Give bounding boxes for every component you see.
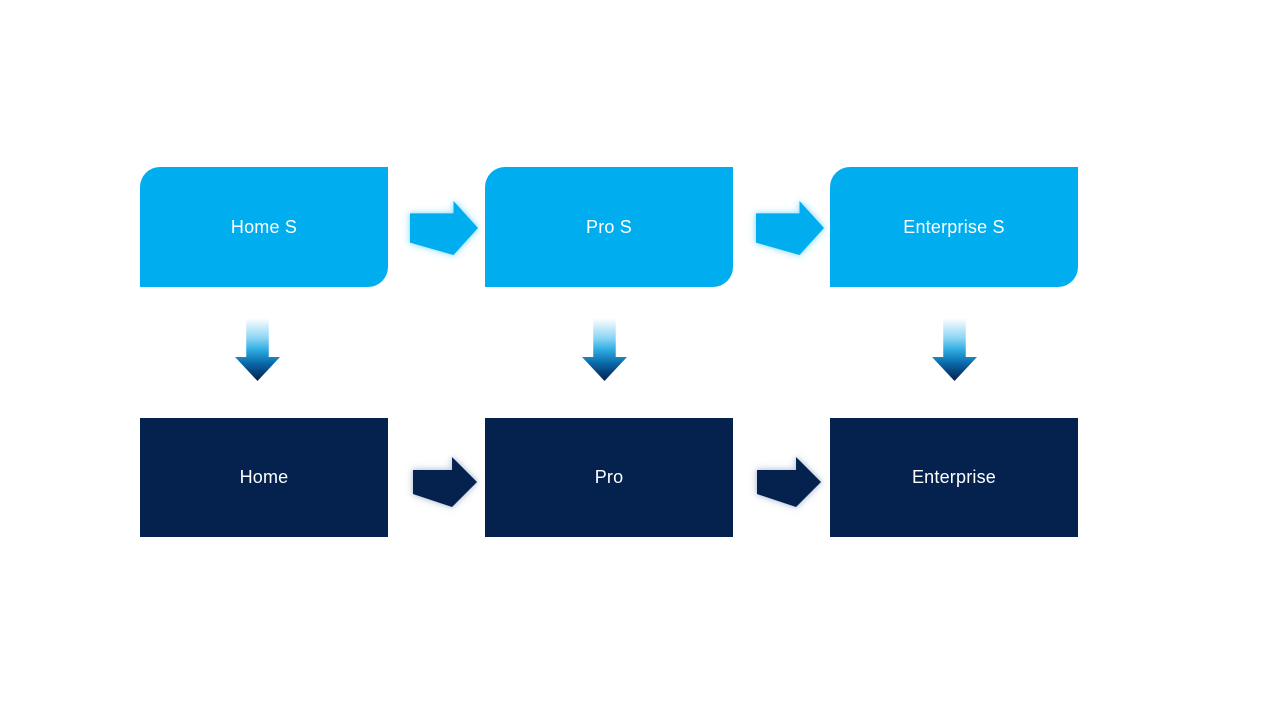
right-arrow-icon — [757, 457, 821, 507]
node-pro: Pro — [485, 418, 733, 537]
node-home-label: Home — [239, 467, 289, 487]
node-home-s-label: Home S — [230, 216, 298, 237]
node-pro-label: Pro — [594, 467, 624, 487]
right-arrow-icon — [413, 457, 477, 507]
down-arrow-icon — [582, 318, 627, 381]
node-enterprise-s-label: Enterprise S — [903, 216, 1005, 237]
node-pro-s-label: Pro S — [585, 216, 633, 237]
right-arrow-icon — [410, 201, 478, 255]
node-enterprise-s: Enterprise S — [830, 167, 1078, 287]
right-arrow-shape — [410, 201, 478, 255]
right-arrow-shape — [757, 457, 821, 507]
down-arrow-shape — [235, 318, 280, 381]
down-arrow-icon — [235, 318, 280, 381]
node-enterprise-label: Enterprise — [911, 467, 997, 487]
right-arrow-shape — [413, 457, 477, 507]
node-home: Home — [140, 418, 388, 537]
node-home-s: Home S — [140, 167, 388, 287]
down-arrow-shape — [582, 318, 627, 381]
node-pro-s: Pro S — [485, 167, 733, 287]
node-enterprise: Enterprise — [830, 418, 1078, 537]
right-arrow-shape — [756, 201, 824, 255]
right-arrow-icon — [756, 201, 824, 255]
down-arrow-icon — [932, 318, 977, 381]
down-arrow-shape — [932, 318, 977, 381]
